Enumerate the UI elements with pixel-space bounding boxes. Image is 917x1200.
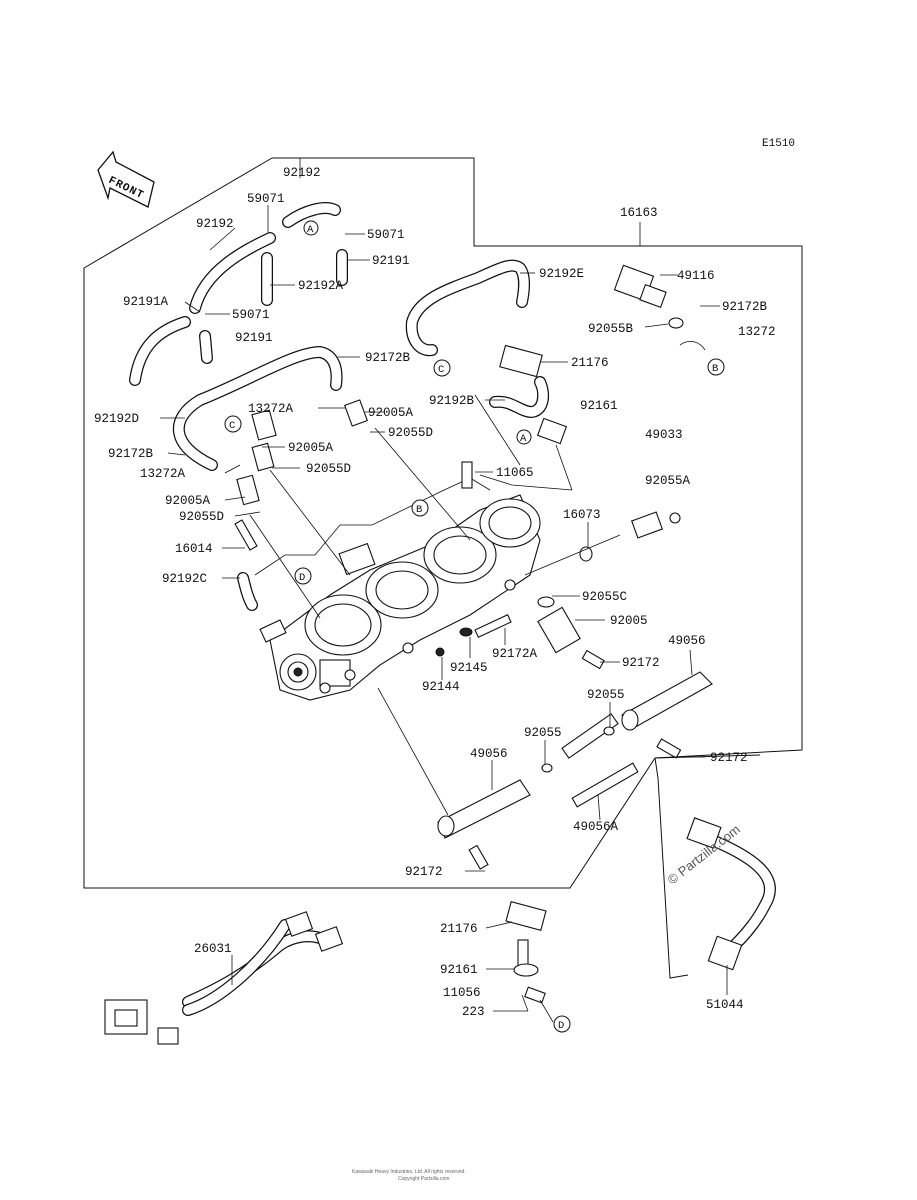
lower-parts [104, 817, 776, 1045]
part-label: 92172 [405, 865, 443, 879]
vacuum-hoses [129, 202, 550, 611]
part-label: 49056 [668, 634, 706, 648]
part-label: 92172B [108, 447, 154, 461]
part-label: 92055D [388, 426, 433, 440]
part-label: 92055D [306, 462, 351, 476]
part-label: 92144 [422, 680, 460, 694]
harness-callout-bracket [654, 757, 689, 979]
diagram-code: E1510 [762, 138, 795, 150]
svg-text:A: A [307, 224, 314, 236]
reference-marker-b-1: B [707, 358, 725, 376]
part-label: 92055D [179, 510, 224, 524]
throttle-body-assembly [259, 494, 541, 701]
reference-marker-d-2: D [553, 1015, 571, 1033]
part-label: 92172B [365, 351, 411, 365]
part-label: 21176 [571, 356, 609, 370]
reference-marker-c-2: C [224, 415, 242, 433]
part-label: 92192C [162, 572, 207, 586]
part-label: 13272 [738, 325, 776, 339]
part-label: 92172 [622, 656, 660, 670]
part-label: 49116 [677, 269, 715, 283]
reference-marker-d-1: D [294, 567, 312, 585]
part-label: 92192E [539, 267, 584, 281]
callout-line [654, 754, 761, 759]
reference-marker-a-1: A [303, 220, 319, 236]
part-label: 92192 [283, 166, 321, 180]
part-labels: 92192 59071 92192 59071 92191 92192A 921… [94, 166, 776, 1019]
part-label: 92192D [94, 412, 139, 426]
part-label: 92005A [165, 494, 211, 508]
svg-text:C: C [229, 420, 235, 432]
part-label: 92192B [429, 394, 475, 408]
part-label: 59071 [247, 192, 285, 206]
svg-text:D: D [558, 1020, 564, 1032]
part-label: 223 [462, 1005, 485, 1019]
part-label: 49056A [573, 820, 619, 834]
part-label: 92055B [588, 322, 634, 336]
part-label: 92172A [492, 647, 538, 661]
footer-source: Copyright Partzilla.com [398, 1176, 449, 1182]
part-label: 59071 [232, 308, 270, 322]
part-label: 59071 [367, 228, 405, 242]
part-label: 16014 [175, 542, 213, 556]
part-label: 92191 [235, 331, 273, 345]
part-label: 51044 [706, 998, 744, 1012]
svg-text:D: D [299, 572, 305, 584]
part-label: 11056 [443, 986, 481, 1000]
part-label: 26031 [194, 942, 232, 956]
part-label: 49033 [645, 428, 683, 442]
part-label: 92191 [372, 254, 410, 268]
part-label: 11065 [496, 466, 534, 480]
part-label: 92192A [298, 279, 344, 293]
part-label: 92005 [610, 614, 648, 628]
part-label: 92172B [722, 300, 768, 314]
svg-text:A: A [520, 433, 527, 445]
reference-marker-c-1: C [433, 359, 451, 377]
part-label: 13272A [140, 467, 186, 481]
part-label: 92055C [582, 590, 627, 604]
fuel-rails [437, 671, 713, 839]
svg-text:B: B [416, 504, 422, 516]
part-label: 92055 [524, 726, 562, 740]
svg-text:B: B [712, 363, 718, 375]
svg-text:C: C [438, 364, 444, 376]
part-label: 92192 [196, 217, 234, 231]
part-label: 21176 [440, 922, 478, 936]
reference-marker-b-2: B [411, 499, 429, 517]
part-label: 49056 [470, 747, 508, 761]
footer-copyright: Kawasaki Heavy Industries, Ltd. All righ… [352, 1169, 466, 1175]
part-label: 92055 [587, 688, 625, 702]
front-arrow-icon: FRONT [97, 150, 155, 208]
small-parts [234, 264, 706, 870]
part-label: 16073 [563, 508, 601, 522]
reference-marker-a-2: A [516, 429, 532, 445]
part-label: 92191A [123, 295, 169, 309]
part-label: 92172 [710, 751, 748, 765]
part-label: 92005A [368, 406, 414, 420]
part-label: 92145 [450, 661, 488, 675]
leader-lines [160, 158, 728, 1023]
part-label: 92005A [288, 441, 334, 455]
part-label: 13272A [248, 402, 294, 416]
section-outline-2 [479, 474, 573, 491]
part-label: 92161 [580, 399, 618, 413]
part-label: 92055A [645, 474, 691, 488]
part-label: 16163 [620, 206, 658, 220]
assembly-frame [83, 157, 803, 889]
part-label: 92161 [440, 963, 478, 977]
